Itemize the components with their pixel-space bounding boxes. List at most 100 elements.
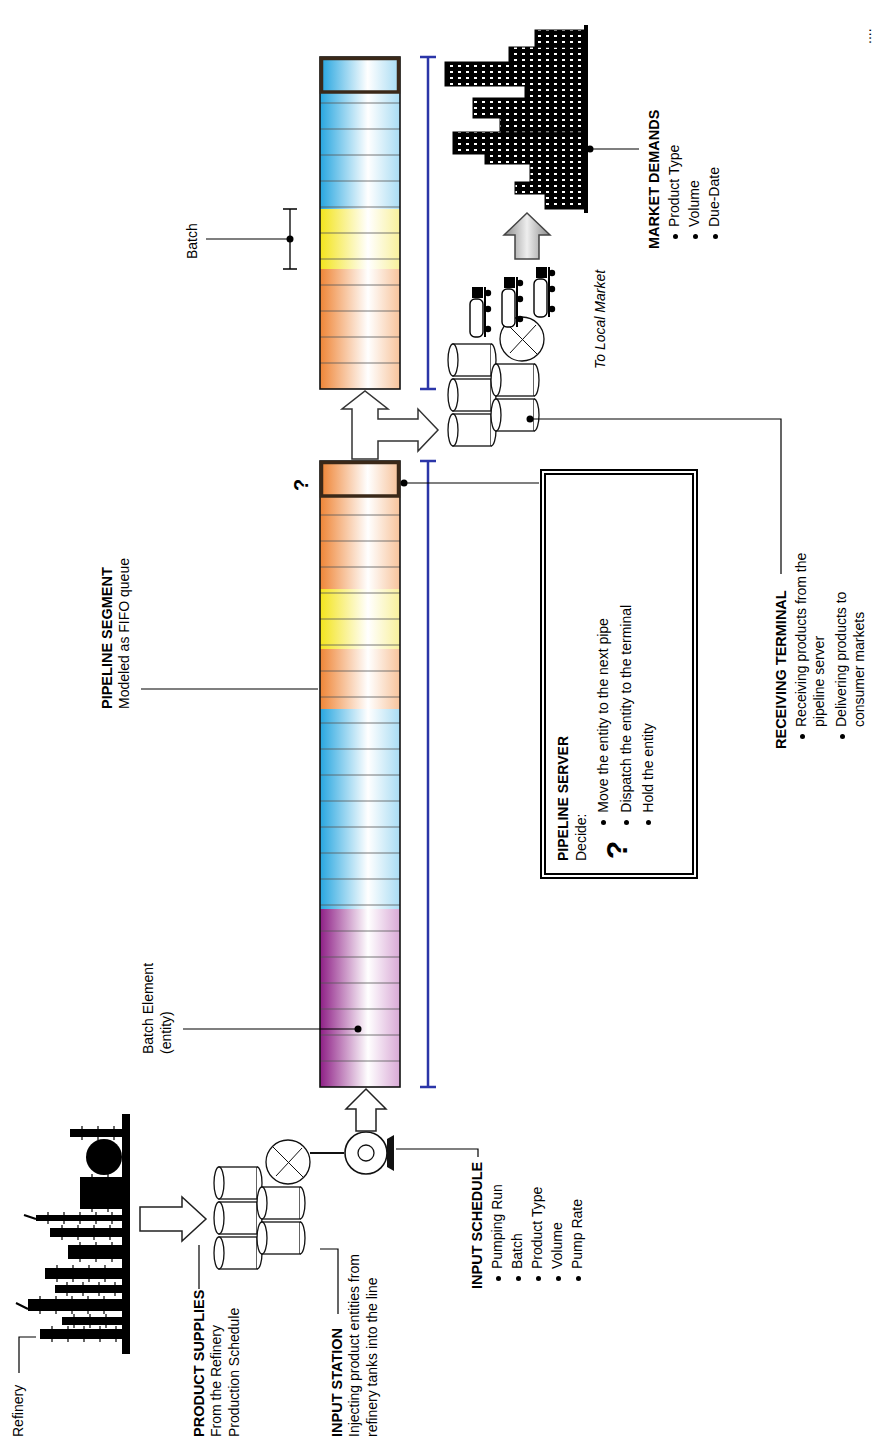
leader-line bbox=[206, 238, 290, 239]
tower-platform bbox=[88, 1265, 89, 1282]
leader-line bbox=[320, 1249, 338, 1314]
city-ground bbox=[584, 25, 588, 213]
batch-fill bbox=[320, 909, 400, 1087]
tanker-truck bbox=[502, 277, 523, 327]
heading: RECEIVING TERMINAL bbox=[772, 590, 791, 749]
tower-platform bbox=[111, 1212, 112, 1224]
refinery-sphere bbox=[86, 1139, 122, 1175]
truck-wheel bbox=[517, 280, 523, 286]
heading: MARKET DEMANDS bbox=[645, 110, 664, 249]
tower-platform bbox=[104, 1265, 105, 1282]
city-skyline bbox=[445, 25, 588, 213]
batch-element-divider bbox=[320, 593, 400, 594]
pump-casing bbox=[345, 1132, 387, 1174]
bullet-dot bbox=[646, 820, 651, 825]
list-item: Pump Rate bbox=[569, 1199, 587, 1283]
leader-line bbox=[141, 688, 318, 689]
batch-element-divider bbox=[320, 619, 400, 620]
batch-element-divider bbox=[320, 931, 400, 932]
batch-element-divider bbox=[320, 363, 400, 364]
batch-element-divider bbox=[320, 129, 400, 130]
part-label: Refinery bbox=[10, 1385, 28, 1437]
list-item: Delivering products to consumer markets bbox=[833, 537, 869, 741]
building bbox=[500, 118, 585, 132]
building bbox=[515, 182, 585, 194]
storage-tank-bottom bbox=[534, 399, 539, 431]
tower-platform bbox=[73, 1314, 74, 1328]
tower-platform bbox=[95, 1242, 96, 1262]
storage-tank bbox=[453, 414, 491, 446]
storage-tank-bottom bbox=[534, 364, 539, 396]
head-element bbox=[322, 59, 399, 93]
note: From the Refinery Production Schedule bbox=[208, 1272, 244, 1437]
tower-platform bbox=[39, 1296, 40, 1314]
head-element bbox=[322, 463, 399, 497]
pipeline-segment bbox=[320, 461, 436, 1087]
batch-element-divider bbox=[320, 749, 400, 750]
heading: INPUT STATION bbox=[328, 1328, 347, 1437]
tower-platform bbox=[82, 1282, 83, 1296]
list-item: Due-Date bbox=[706, 167, 724, 241]
storage-tank-top bbox=[257, 1222, 267, 1254]
truck-wheel bbox=[485, 326, 491, 332]
batch-element-divider bbox=[320, 1035, 400, 1036]
tower-platform bbox=[61, 1225, 62, 1240]
batch-element-divider bbox=[320, 285, 400, 286]
batch-fill bbox=[320, 269, 400, 389]
storage-tank bbox=[496, 399, 534, 431]
box-subtitle: Decide: bbox=[572, 491, 590, 861]
option-item: Dispatch the entity to the terminal bbox=[617, 605, 635, 827]
building bbox=[525, 86, 585, 98]
leader-line bbox=[198, 1245, 199, 1289]
sphere-brace bbox=[506, 323, 538, 355]
bullet-dot bbox=[800, 734, 805, 739]
batch-element-divider bbox=[320, 181, 400, 182]
building bbox=[535, 30, 585, 47]
tower-platform bbox=[115, 1326, 116, 1342]
bullet-dot bbox=[713, 234, 718, 239]
storage-tank-top bbox=[214, 1237, 224, 1269]
batch-element-divider bbox=[320, 723, 400, 724]
list-item: Volume bbox=[686, 180, 704, 241]
server-box: PIPELINE SERVERDecide:?Move the entity t… bbox=[540, 469, 698, 879]
truck-wheel bbox=[485, 306, 491, 312]
batch-fill bbox=[320, 649, 400, 709]
note: Modeled as FIFO queue bbox=[116, 558, 134, 709]
storage-tank-top bbox=[491, 399, 501, 431]
tower-platform bbox=[71, 1296, 72, 1314]
leader-dot bbox=[401, 480, 408, 487]
list-item: Volume bbox=[549, 1222, 567, 1283]
refinery-tower bbox=[50, 1228, 125, 1237]
batch-fill bbox=[320, 461, 400, 589]
tower-platform bbox=[47, 1212, 48, 1224]
truck-wheel bbox=[549, 270, 555, 276]
storage-tank-top bbox=[214, 1167, 224, 1199]
batch-element-divider bbox=[320, 515, 400, 516]
refinery-tower bbox=[80, 1177, 124, 1209]
batch-element-divider bbox=[320, 827, 400, 828]
building bbox=[473, 98, 585, 118]
length-scale bbox=[420, 57, 436, 389]
tower-platform bbox=[83, 1326, 84, 1342]
truck-tank bbox=[534, 279, 547, 317]
tower-platform bbox=[97, 1126, 98, 1140]
truck-wheel bbox=[517, 316, 523, 322]
storage-tank-bottom bbox=[300, 1222, 305, 1254]
tanker-truck bbox=[470, 287, 491, 337]
storage-tank bbox=[496, 364, 534, 396]
truck-tank bbox=[470, 299, 483, 337]
tower-platform bbox=[98, 1282, 99, 1296]
batch-element-divider bbox=[320, 879, 400, 880]
ellipsis: .... bbox=[858, 28, 876, 44]
tower-platform bbox=[103, 1296, 104, 1314]
storage-tank-top bbox=[491, 364, 501, 396]
tower-platform bbox=[67, 1326, 68, 1342]
storage-tank bbox=[262, 1222, 300, 1254]
storage-tank bbox=[262, 1187, 300, 1219]
bullet-dot bbox=[840, 734, 845, 739]
heading: INPUT SCHEDULE bbox=[468, 1162, 487, 1289]
batch-element-divider bbox=[320, 853, 400, 854]
bullet-dot bbox=[536, 1276, 541, 1281]
list-item: Batch bbox=[509, 1233, 527, 1283]
refinery-tower bbox=[28, 1299, 124, 1311]
